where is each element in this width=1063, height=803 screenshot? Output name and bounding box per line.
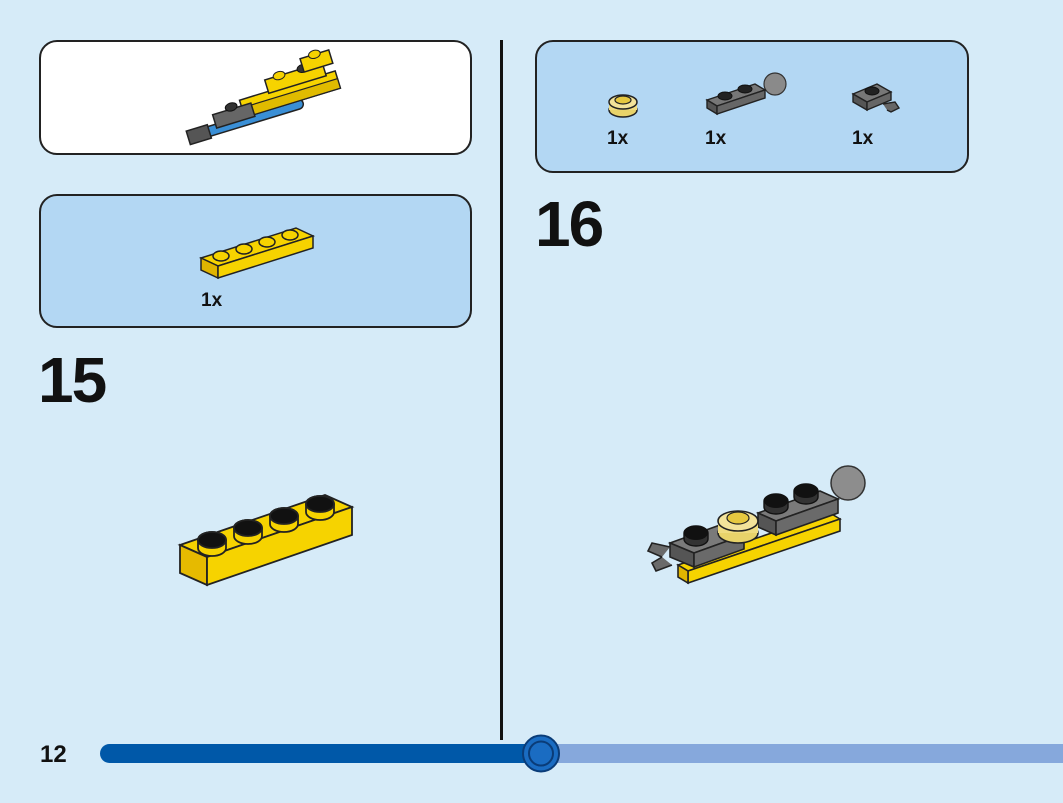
part-quantity: 1x: [852, 128, 874, 149]
progress-remaining: [541, 744, 1063, 763]
part-quantity: 1x: [705, 128, 727, 149]
parts-panel-step-16: 1x 1x 1x: [535, 40, 969, 173]
parts-panel-step-15: 1x: [39, 194, 472, 328]
part-quantity: 1x: [607, 128, 629, 149]
step-15-yellow-plate-icon: [177, 494, 355, 587]
gray-plate-with-clip-icon: [851, 83, 901, 113]
part-quantity: 1x: [201, 290, 223, 311]
previous-build-panel: [39, 40, 472, 155]
gray-plate-with-ball-icon: [705, 72, 787, 116]
yellow-plate-1x4-icon: [198, 227, 316, 280]
progress-marker: [522, 734, 560, 773]
step-number-15: 15: [38, 344, 107, 416]
column-divider: [500, 40, 503, 740]
trans-yellow-round-plate-icon: [608, 94, 638, 118]
previous-build-assembly-icon: [185, 48, 342, 146]
progress-bar: [100, 734, 1063, 773]
page-number: 12: [40, 741, 67, 768]
step-16-assembly-icon: [646, 465, 866, 585]
progress-filled: [100, 744, 541, 763]
step-number-16: 16: [535, 188, 604, 260]
